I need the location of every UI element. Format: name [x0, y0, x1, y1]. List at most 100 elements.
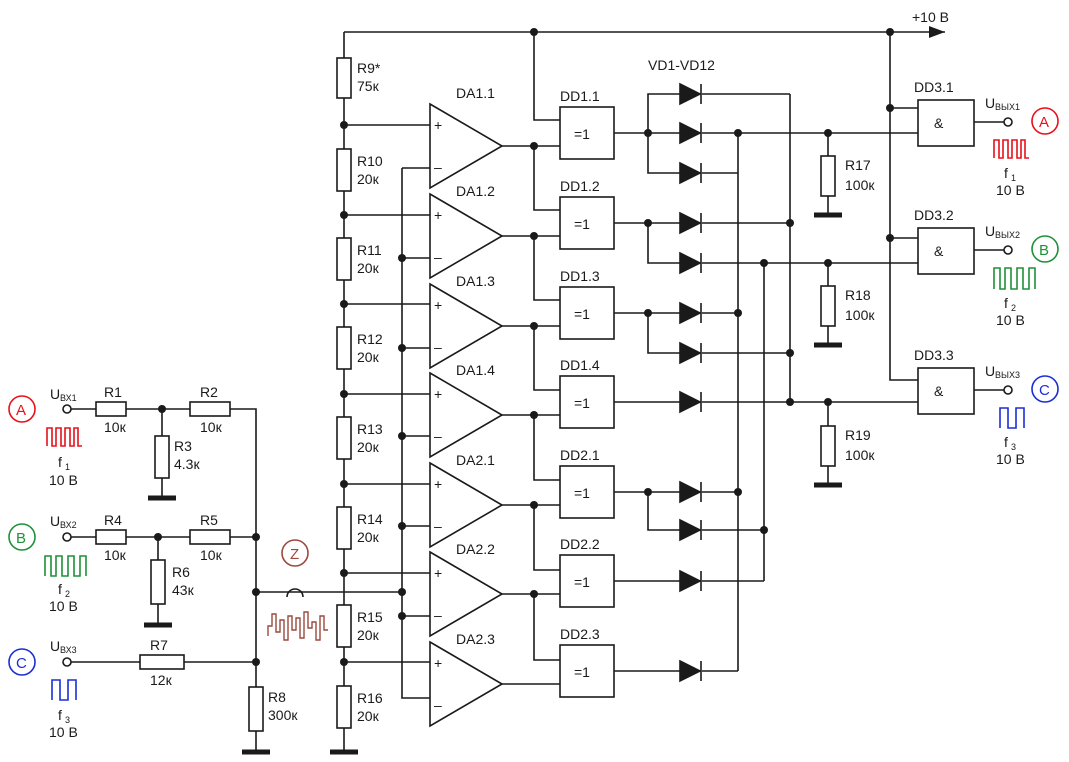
input-freq-label: f — [58, 581, 62, 597]
opamp-minus-pin: – — [434, 339, 442, 355]
marker-c-letter: C — [16, 655, 27, 672]
opamp-da1-1: + – DA1.1 — [429, 85, 504, 190]
opamp-da1-3: + – DA1.3 — [429, 273, 504, 370]
opamp-label: DA1.4 — [456, 362, 495, 378]
marker-out-c-letter: C — [1039, 382, 1050, 399]
input-freq-label: f — [58, 454, 62, 470]
output-amplitude: 10 В — [996, 451, 1025, 467]
op-amps: + – DA1.1 + – DA1.2 + – DA1.3 + – DA1.4 … — [429, 85, 504, 728]
output-terminal — [1003, 385, 1013, 395]
ground-symbols — [144, 212, 842, 755]
resistor-r3 — [154, 435, 170, 479]
gate-function: =1 — [574, 126, 590, 142]
diodes — [679, 82, 702, 683]
waveform-a — [46, 427, 82, 447]
xor-gate-dd2-2: =1 DD2.2 — [559, 536, 615, 608]
xor-gate-dd2-1: =1 DD2.1 — [559, 447, 615, 519]
opamp-plus-pin: + — [434, 386, 442, 402]
opamp-da1-4: + – DA1.4 — [429, 362, 504, 459]
diode — [679, 301, 702, 325]
r6-name: R6 — [172, 564, 190, 580]
output-voltage-sub: ВЫХ2 — [995, 230, 1020, 240]
resistor-r14 — [336, 506, 352, 550]
diode — [679, 82, 702, 106]
output-freq-sub: 3 — [1011, 442, 1016, 452]
output-terminal — [1003, 245, 1013, 255]
opamp-minus-pin: – — [434, 159, 442, 175]
waveform-z — [267, 611, 328, 641]
xor-gate-dd2-3: =1 DD2.3 — [559, 626, 615, 698]
resistor-r6 — [150, 559, 166, 605]
r15-name: R15 — [357, 609, 383, 625]
marker-b — [8, 523, 36, 551]
output-b: U ВЫХ2 B f 2 10 В — [985, 223, 1059, 328]
resistor-r17 — [820, 155, 836, 197]
waveform-out-c — [999, 407, 1025, 429]
r5-value: 10к — [200, 547, 223, 563]
resistor-r4 — [95, 529, 127, 545]
r13-name: R13 — [357, 421, 383, 437]
output-freq-label: f — [1004, 165, 1008, 181]
resistor-r18 — [820, 285, 836, 327]
diode — [679, 161, 702, 185]
r14-name: R14 — [357, 511, 383, 527]
r13-value: 20к — [357, 439, 380, 455]
marker-out-b-letter: B — [1039, 242, 1049, 259]
opamp-plus-pin: + — [434, 565, 442, 581]
marker-out-a — [1031, 107, 1059, 135]
opamp-label: DA2.3 — [456, 631, 495, 647]
opamp-minus-pin: – — [434, 697, 442, 713]
gate-label: DD3.1 — [914, 79, 954, 95]
gate-function: =1 — [574, 664, 590, 680]
diode — [679, 251, 702, 275]
output-amplitude: 10 В — [996, 312, 1025, 328]
r11-value: 20к — [357, 260, 380, 276]
r1-value: 10к — [104, 419, 127, 435]
r18-value: 100к — [845, 307, 875, 323]
diode — [679, 480, 702, 504]
output-voltage-sub: ВЫХ1 — [995, 102, 1020, 112]
opamp-da1-2: + – DA1.2 — [429, 183, 504, 280]
r18-name: R18 — [845, 287, 871, 303]
gate-function: =1 — [574, 395, 590, 411]
r10-name: R10 — [357, 153, 383, 169]
gate-label: DD1.1 — [560, 88, 600, 104]
gate-function: =1 — [574, 574, 590, 590]
and-gates: & DD3.1 & DD3.2 & DD3.3 — [914, 79, 975, 415]
resistor-r7 — [139, 654, 185, 670]
probe-symbol — [286, 588, 304, 598]
resistor-r19 — [820, 425, 836, 467]
junction-dots — [154, 28, 894, 666]
r11-name: R11 — [357, 242, 382, 258]
gate-function: =1 — [574, 306, 590, 322]
input-a: A U ВХ1 f 1 10 В — [8, 386, 82, 488]
output-freq-sub: 2 — [1011, 303, 1016, 313]
resistor-r8 — [248, 686, 264, 732]
resistor-r13 — [336, 416, 352, 460]
r19-name: R19 — [845, 427, 871, 443]
output-voltage-label: U — [985, 95, 995, 111]
input-terminal — [62, 532, 72, 542]
opamp-label: DA1.2 — [456, 183, 495, 199]
output-freq-label: f — [1004, 295, 1008, 311]
opamp-minus-pin: – — [434, 518, 442, 534]
opamp-plus-pin: + — [434, 207, 442, 223]
output-voltage-label: U — [985, 223, 995, 239]
marker-a-letter: A — [16, 402, 26, 419]
resistor-r5 — [189, 529, 231, 545]
r17-name: R17 — [845, 157, 871, 173]
opamp-da2-3: + – DA2.3 — [429, 631, 504, 728]
marker-out-a-letter: A — [1039, 114, 1049, 131]
input-freq-label: f — [58, 707, 62, 723]
gate-label: DD3.2 — [914, 207, 954, 223]
input-voltage-sub: ВХ1 — [60, 393, 77, 403]
and-gate-dd3-3: & DD3.3 — [914, 347, 975, 415]
gate-function: & — [934, 383, 944, 399]
opamp-plus-pin: + — [434, 297, 442, 313]
gate-function: & — [934, 115, 944, 131]
r3-value: 4.3к — [174, 456, 200, 472]
r10-value: 20к — [357, 171, 380, 187]
r9-name: R9* — [357, 60, 381, 76]
opamp-minus-pin: – — [434, 428, 442, 444]
diode — [679, 211, 702, 235]
